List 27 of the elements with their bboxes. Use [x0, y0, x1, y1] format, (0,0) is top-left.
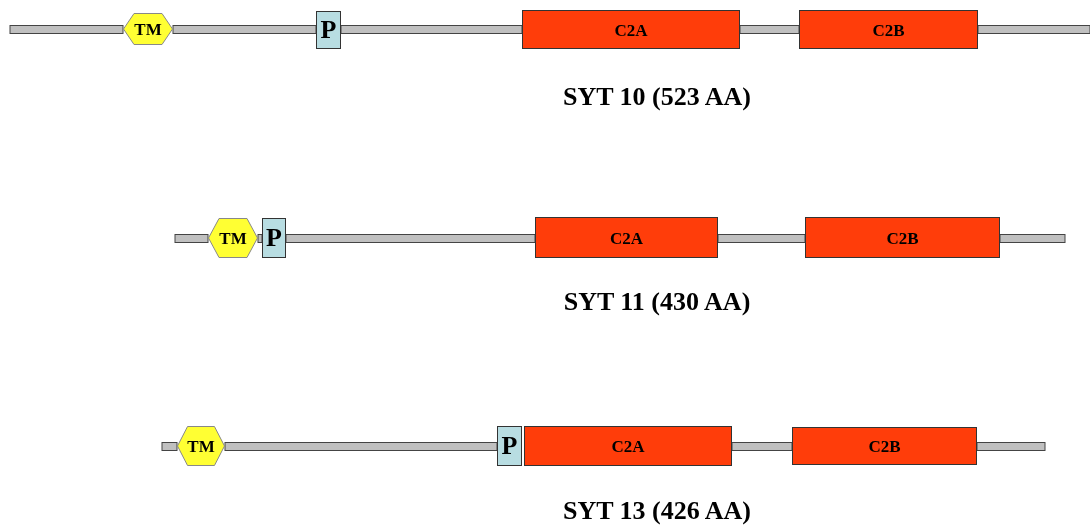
- domain-box: [535, 217, 718, 258]
- domain-box: [316, 11, 341, 49]
- domain-label: TM: [218, 229, 248, 247]
- domain-label: P: [265, 225, 283, 251]
- domain-label: C2A: [608, 229, 645, 246]
- hexagon-domain: [123, 13, 173, 45]
- domain-box: [524, 426, 732, 466]
- domain-label: TM: [133, 20, 163, 38]
- protein-label: SYT 11 (430 AA): [563, 287, 751, 317]
- hexagon-domain: [177, 426, 225, 466]
- domain-label: P: [319, 17, 338, 43]
- domain-label: C2A: [610, 437, 646, 455]
- domain-label: P: [500, 433, 519, 459]
- protein-label: SYT 13 (426 AA): [563, 496, 751, 526]
- domain-label: C2B: [871, 21, 906, 38]
- protein-label: SYT 10 (523 AA): [563, 82, 751, 112]
- domain-label: C2B: [867, 437, 902, 455]
- domain-box: [522, 10, 740, 49]
- domain-box: [792, 427, 977, 465]
- domain-label: TM: [186, 437, 216, 455]
- domain-box: [799, 10, 978, 49]
- domain-box: [805, 217, 1000, 258]
- domain-label: C2A: [613, 21, 649, 38]
- hexagon-domain: [208, 218, 258, 258]
- domain-box: [497, 426, 522, 466]
- domain-label: C2B: [885, 229, 920, 246]
- domain-box: [262, 218, 286, 258]
